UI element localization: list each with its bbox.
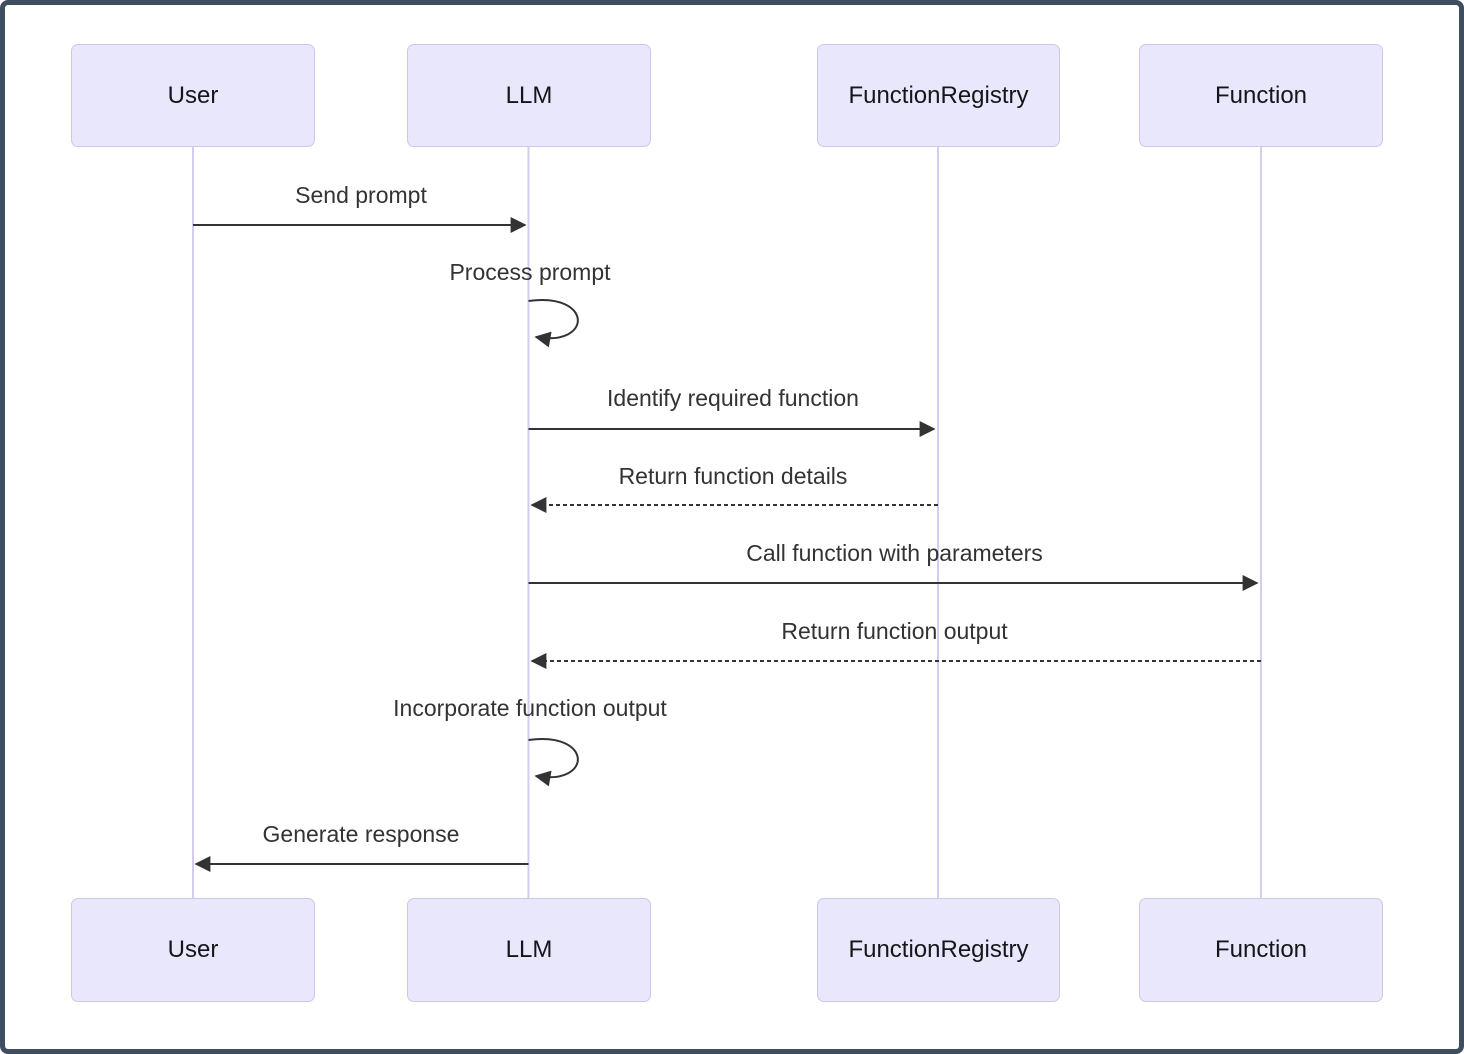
actor-box-llm-bottom: LLM	[407, 898, 651, 1002]
actor-label: Function	[1214, 936, 1308, 963]
self-loop-process-prompt	[528, 299, 579, 348]
actor-label: Function	[1214, 81, 1308, 109]
message-label-call-function-with-parameters: Call function with parameters	[746, 540, 1043, 566]
actor-box-function-registry-bottom: FunctionRegistry	[817, 898, 1060, 1002]
actor-box-llm-top: LLM	[407, 44, 651, 147]
actor-label: User	[167, 81, 219, 109]
message-label-process-prompt: Process prompt	[449, 259, 611, 285]
diagram-lines-layer	[192, 147, 1262, 898]
actor-label: User	[167, 936, 219, 963]
actor-label: LLM	[505, 936, 553, 963]
actor-label: LLM	[505, 81, 553, 109]
message-label-generate-response: Generate response	[262, 821, 460, 847]
message-label-incorporate-function-output: Incorporate function output	[393, 695, 667, 721]
message-label-send-prompt: Send prompt	[295, 182, 427, 208]
actor-box-user-bottom: User	[71, 898, 315, 1002]
actor-label: FunctionRegistry	[848, 936, 1029, 963]
message-label-return-function-details: Return function details	[618, 463, 848, 489]
message-label-identify-required-function: Identify required function	[607, 385, 859, 411]
actor-label: FunctionRegistry	[848, 81, 1029, 109]
actor-box-function-top: Function	[1139, 44, 1383, 147]
actor-box-function-registry-top: FunctionRegistry	[817, 44, 1060, 147]
actor-box-function-bottom: Function	[1139, 898, 1383, 1002]
message-label-return-function-output: Return function output	[781, 618, 1008, 644]
self-loop-incorporate-function-output	[528, 738, 579, 787]
actor-box-user-top: User	[71, 44, 315, 147]
